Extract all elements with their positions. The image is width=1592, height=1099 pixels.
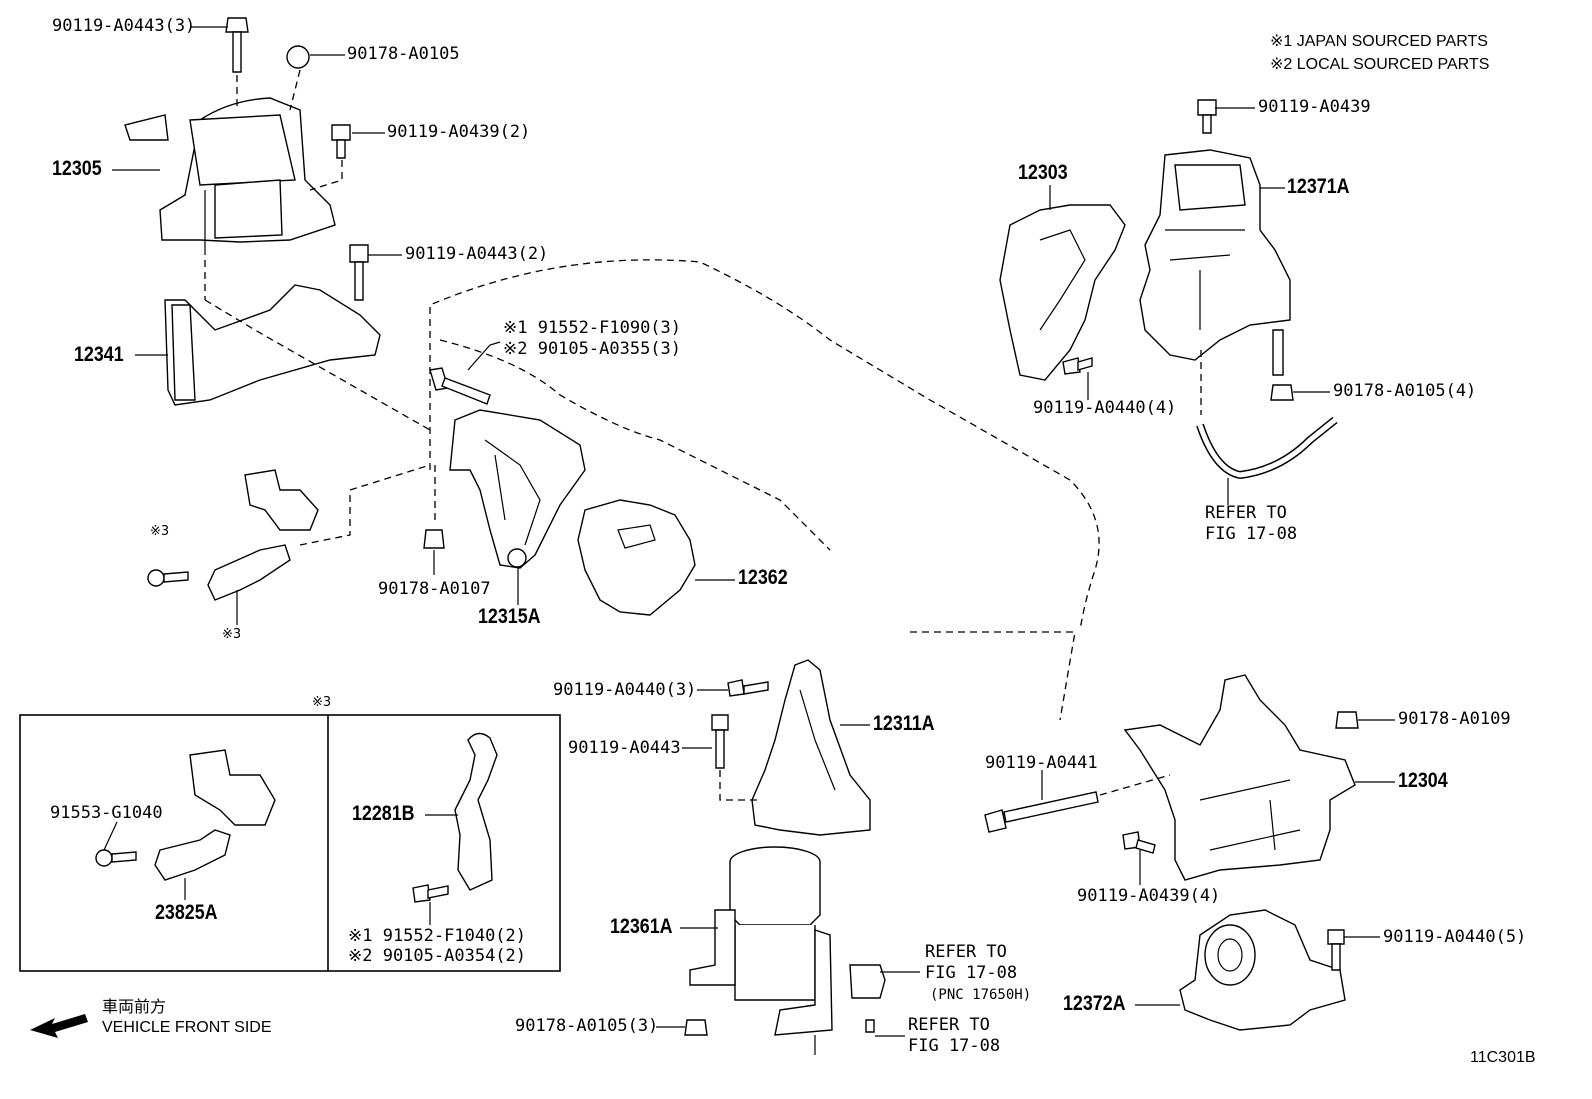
bolt-90119-A0440-3 xyxy=(727,679,769,697)
bolt-90119-A0443-2 xyxy=(349,244,369,301)
label-mark3-bolt: ※3 xyxy=(150,524,170,539)
label-12303: 12303 xyxy=(1018,161,1068,184)
bracket-23825A xyxy=(154,749,276,881)
label-90119-A0441: 90119-A0441 xyxy=(985,753,1098,773)
legend-note-1: ※1 JAPAN SOURCED PARTS xyxy=(1270,33,1488,50)
bracket-12303 xyxy=(999,204,1126,381)
label-12362: 12362 xyxy=(738,566,788,589)
label-90119-A0443: 90119-A0443 xyxy=(568,738,681,758)
label-90119-A0440-5: 90119-A0440(5) xyxy=(1383,927,1527,947)
front-direction-arrow xyxy=(30,1014,88,1038)
label-12281B: 12281B xyxy=(352,802,415,825)
label-90178-A0105: 90178-A0105 xyxy=(347,44,460,64)
label-12311A: 12311A xyxy=(873,712,935,735)
bolt-90119-A0439-4 xyxy=(1122,831,1156,854)
bracket-12304 xyxy=(1123,674,1356,881)
label-91552-F1040-2: ※1 91552-F1040(2) xyxy=(348,926,527,946)
legend-note-2: ※2 LOCAL SOURCED PARTS xyxy=(1270,56,1490,73)
label-91552-F1090-3: ※1 91552-F1090(3) xyxy=(503,318,682,338)
label-refer-3a: REFER TO xyxy=(908,1015,990,1035)
label-90119-A0439-4: 90119-A0439(4) xyxy=(1077,886,1221,906)
label-90119-A0440-4: 90119-A0440(4) xyxy=(1033,398,1177,418)
label-mark3-bracket: ※3 xyxy=(222,627,242,642)
label-90119-A0443-3: 90119-A0443(3) xyxy=(52,16,196,36)
engine-mount-12372A xyxy=(1179,909,1346,1031)
leader-lines xyxy=(103,26,1395,1037)
label-12361A: 12361A xyxy=(610,915,673,938)
label-91553-G1040: 91553-G1040 xyxy=(50,803,163,823)
engine-mount-12371A xyxy=(1139,149,1291,376)
label-90178-A0105-4: 90178-A0105(4) xyxy=(1333,381,1477,401)
label-90119-A0443-2: 90119-A0443(2) xyxy=(405,244,549,264)
label-mark3-box: ※3 xyxy=(312,695,332,710)
label-12305: 12305 xyxy=(52,157,102,180)
bracket-12311A xyxy=(751,659,871,836)
clip-bracket-left xyxy=(207,469,319,601)
bracket-12315A xyxy=(449,409,586,569)
label-90178-A0107: 90178-A0107 xyxy=(378,579,491,599)
direction-en: VEHICLE FRONT SIDE xyxy=(102,1019,272,1036)
bolt-91552-F1090 xyxy=(429,367,491,405)
label-refer-2b: FIG 17-08 xyxy=(925,963,1018,983)
label-90178-A0109: 90178-A0109 xyxy=(1398,709,1511,729)
engine-mount-12305 xyxy=(124,97,336,255)
label-refer-2a: REFER TO xyxy=(925,942,1007,962)
bracket-12341 xyxy=(164,284,381,406)
bolt-91552-F1040 xyxy=(412,884,449,903)
label-90119-A0440-3: 90119-A0440(3) xyxy=(553,680,697,700)
screw-refer xyxy=(865,1019,875,1033)
engine-outline xyxy=(429,259,1100,631)
engine-mount-12361A xyxy=(689,846,833,1055)
nut-90178-A0109 xyxy=(1335,711,1359,729)
nut-90178-A0105-4 xyxy=(1270,384,1294,401)
label-90119-A0439-2: 90119-A0439(2) xyxy=(387,122,531,142)
label-12371A: 12371A xyxy=(1287,175,1350,198)
label-refer-1b: FIG 17-08 xyxy=(1205,524,1298,544)
label-23825A: 23825A xyxy=(155,901,218,924)
label-refer-2c: (PNC 17650H) xyxy=(930,987,1032,1003)
bolt-90119-A0443-3 xyxy=(225,17,249,73)
nut-90178-A0105 xyxy=(286,45,310,69)
label-90105-A0355-3: ※2 90105-A0355(3) xyxy=(503,339,682,359)
bolt-90119-A0439-2 xyxy=(331,124,351,159)
engine-outline-inner xyxy=(439,339,831,551)
label-90178-A0105-3: 90178-A0105(3) xyxy=(515,1016,659,1036)
bolt-90119-A0443 xyxy=(711,714,729,769)
direction-jp: 車両前方 xyxy=(102,997,167,1016)
label-12304: 12304 xyxy=(1398,769,1448,792)
nut-90178-A0105-3 xyxy=(684,1019,708,1036)
label-12341: 12341 xyxy=(74,343,124,366)
bolt-91553-G1040 xyxy=(95,849,137,867)
bolt-90119-A0440-4 xyxy=(1062,357,1093,375)
label-refer-3b: FIG 17-08 xyxy=(908,1036,1001,1056)
bolt-90119-A0440-5 xyxy=(1327,929,1345,971)
bolt-90119-A0441 xyxy=(984,791,1099,833)
label-12372A: 12372A xyxy=(1063,992,1126,1015)
pad-12362 xyxy=(577,499,696,616)
label-12315A: 12315A xyxy=(478,605,541,628)
bolt-90119-A0439 xyxy=(1197,99,1217,134)
diagram-id: 11C301B xyxy=(1470,1049,1536,1066)
bracket-12281B xyxy=(454,732,498,891)
label-90119-A0439: 90119-A0439 xyxy=(1258,97,1371,117)
inset-box xyxy=(19,714,561,972)
bolt-mark3 xyxy=(147,569,189,587)
sensor-refer xyxy=(849,964,886,999)
label-refer-1a: REFER TO xyxy=(1205,503,1287,523)
nut-90178-A0107 xyxy=(423,529,445,549)
label-90105-A0354-2: ※2 90105-A0354(2) xyxy=(348,946,527,966)
